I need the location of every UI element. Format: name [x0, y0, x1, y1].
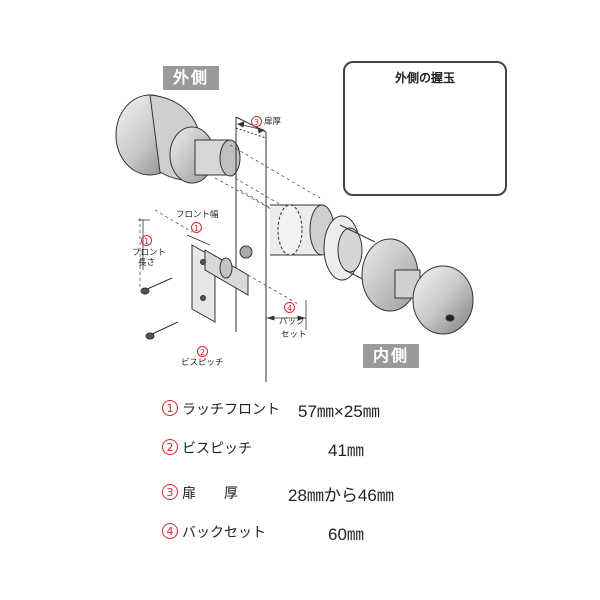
callout-label-screw-pitch: ビスピッチ	[181, 358, 224, 368]
spec-row-door-thickness: 3 扉 厚 28㎜から46㎜	[162, 481, 462, 505]
latch-projection-lines	[139, 209, 301, 306]
backset-dimension	[266, 300, 307, 330]
inside-rose-mechanism	[323, 215, 381, 289]
spec-label: 扉 厚	[182, 486, 238, 502]
inside-knob	[361, 238, 474, 335]
callout-number-door-thickness: 3	[251, 116, 262, 127]
spec-number: 2	[162, 439, 178, 455]
outside-knob	[115, 94, 241, 184]
inside-label: 内側	[363, 344, 420, 368]
spec-value: 28㎜から46㎜	[288, 486, 394, 505]
spec-number: 3	[162, 484, 178, 500]
spec-row-screw-pitch: 2 ビスピッチ 41㎜	[162, 436, 462, 460]
spec-value: 57㎜×25㎜	[298, 402, 380, 421]
callout-number-front-length: 1	[141, 235, 152, 246]
spec-label: ラッチフロント	[182, 402, 280, 418]
latch-screws	[140, 277, 179, 340]
spec-row-latch-front: 1 ラッチフロント 57㎜×25㎜	[162, 397, 462, 421]
door-thickness-dimension	[237, 121, 265, 134]
spec-label: ビスピッチ	[182, 441, 252, 457]
spec-row-backset: 4 バックセット 60㎜	[162, 520, 462, 544]
spec-label: バックセット	[182, 525, 266, 541]
spec-value: 41㎜	[328, 441, 364, 460]
spec-value: 60㎜	[328, 525, 364, 544]
inset-title: 外側の握玉	[394, 71, 455, 85]
callout-number-front-width: 1	[191, 222, 202, 233]
callout-label-door-thickness: 扉厚	[264, 117, 282, 127]
callout-label-backset-line1: バック	[279, 317, 305, 327]
spec-number: 1	[162, 400, 178, 416]
callout-label-front-length-line2: 長さ	[138, 258, 156, 268]
callout-label-front-length-line1: フロント	[132, 248, 167, 258]
spec-number: 4	[162, 523, 178, 539]
callout-number-backset: 4	[284, 302, 295, 313]
latch-assembly	[191, 244, 253, 323]
outside-label: 外側	[163, 66, 220, 90]
outside-knob-inset: 外側の握玉	[343, 61, 507, 196]
callout-number-screw-pitch: 2	[197, 346, 208, 357]
callout-label-front-width: フロント幅	[176, 210, 219, 220]
front-width-dimension	[186, 234, 211, 246]
callout-label-backset-line2: セット	[281, 330, 307, 340]
